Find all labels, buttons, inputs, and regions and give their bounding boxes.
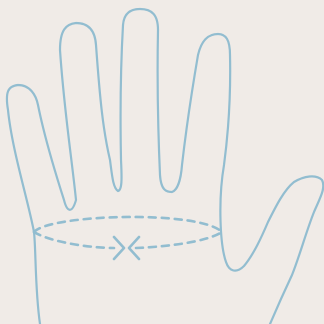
palm-measure-back-line (34, 217, 222, 232)
hand-outline (7, 9, 323, 324)
palm-measure-front-line-right (136, 232, 222, 248)
palm-measure-front-line (34, 232, 114, 248)
arrow-left-icon (114, 237, 124, 259)
